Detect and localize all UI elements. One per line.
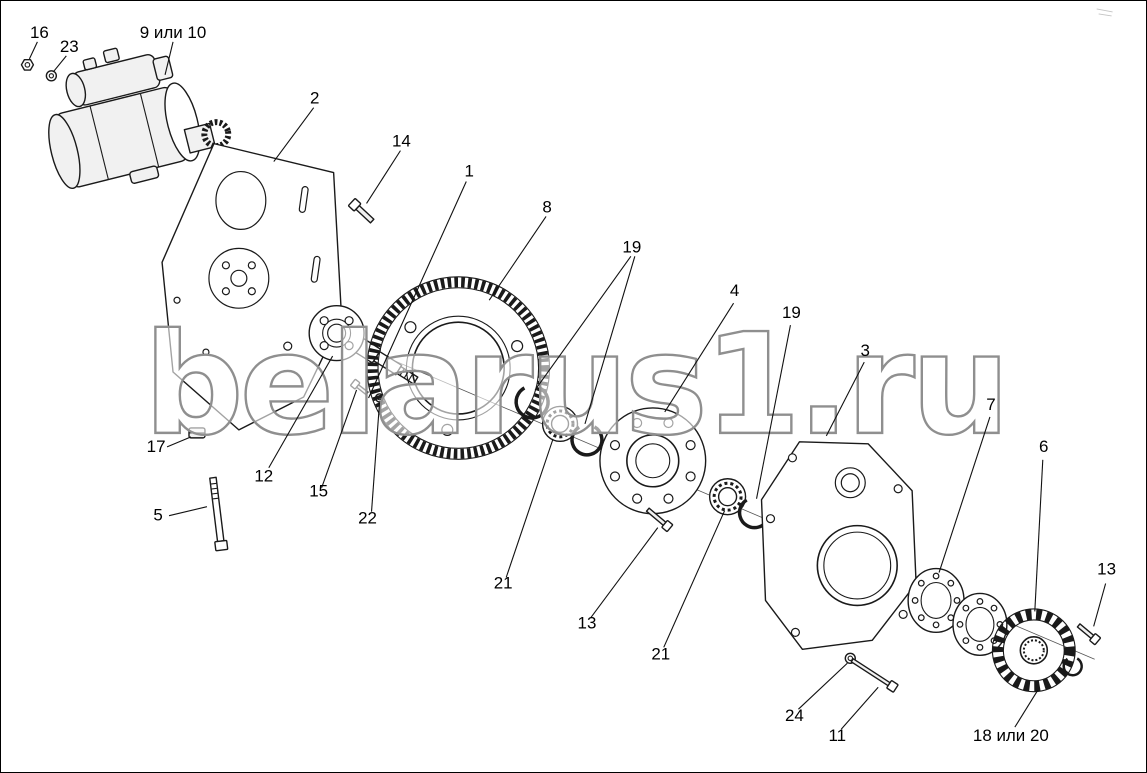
leader-line	[534, 256, 632, 391]
callout-2: 2	[310, 89, 319, 108]
callout-3: 3	[861, 341, 870, 360]
leader-line	[840, 686, 879, 730]
callout-5: 5	[153, 506, 162, 525]
callout-6: 6	[1039, 437, 1048, 456]
bolt-11	[850, 658, 899, 693]
hub	[599, 407, 707, 515]
callout-23: 23	[60, 37, 79, 56]
callout-14: 14	[392, 132, 411, 151]
leader-line	[938, 416, 991, 573]
bolt-5	[209, 476, 229, 552]
watermark-text: belarus1.ru	[144, 303, 1007, 466]
leader-line	[168, 506, 208, 517]
callout-22: 22	[358, 509, 377, 528]
leader-line	[798, 662, 848, 710]
leader-line	[28, 41, 38, 60]
shaft-flange	[308, 305, 365, 362]
callout-11: 11	[829, 726, 847, 745]
callout-21-b: 21	[651, 644, 670, 663]
callout-15: 15	[309, 482, 328, 501]
bolt-14	[348, 198, 375, 224]
leader-line	[755, 325, 791, 499]
leader-lines	[28, 41, 1107, 730]
leader-line	[584, 256, 636, 425]
callout-13-h: 13	[578, 613, 597, 632]
circlip-19-b	[570, 423, 604, 457]
leader-line	[52, 55, 67, 73]
housing-plate	[760, 441, 917, 651]
circlip-19-a	[514, 384, 550, 420]
corner-marks	[1096, 8, 1113, 17]
callout-16: 16	[30, 23, 49, 42]
leader-line	[664, 302, 735, 413]
callout-8: 8	[542, 197, 551, 216]
leader-line	[663, 510, 726, 648]
ring-gear	[366, 276, 551, 460]
clamp-17	[188, 427, 206, 439]
callout-19-a: 19	[622, 237, 641, 256]
callout-1: 1	[465, 162, 474, 181]
leader-line	[1014, 689, 1039, 728]
leader-line	[505, 438, 554, 578]
callout-21-a: 21	[494, 573, 513, 592]
leader-line	[321, 389, 358, 488]
callout-labels: 16 23 9 или 10 2 14 1 8 19 4 19 3 7 6 13…	[30, 23, 1116, 745]
nut-16	[20, 58, 35, 71]
leader-line	[590, 527, 659, 618]
bolt-13-right	[1076, 623, 1101, 646]
callout-13-r: 13	[1097, 560, 1116, 579]
callout-18-20: 18 или 20	[973, 726, 1049, 745]
callout-4: 4	[730, 281, 739, 300]
leader-line	[268, 355, 334, 469]
sprocket	[991, 608, 1076, 693]
leader-line	[370, 402, 381, 512]
leader-line	[164, 41, 174, 75]
callout-17: 17	[147, 437, 166, 456]
leader-line	[368, 181, 467, 399]
leader-line	[273, 107, 315, 162]
leader-line	[366, 150, 401, 204]
callout-12: 12	[254, 467, 273, 486]
starter-motor	[48, 47, 232, 190]
leader-line	[1034, 459, 1044, 612]
circlip-sprocket	[1062, 656, 1083, 677]
washer-23	[45, 70, 58, 82]
bolt-15	[350, 378, 369, 396]
callout-9-10: 9 или 10	[140, 23, 206, 42]
leader-line	[825, 361, 865, 437]
bearing-21-a	[541, 405, 579, 443]
leader-line	[1093, 583, 1107, 627]
bolt-13-hub	[645, 507, 674, 533]
flange-7-rear	[952, 592, 1008, 657]
mounting-plate	[161, 142, 343, 431]
callout-24: 24	[785, 706, 804, 725]
leader-line	[488, 216, 547, 301]
callout-7: 7	[986, 395, 995, 414]
callout-19-b: 19	[782, 303, 801, 322]
bearing-21-b	[708, 478, 747, 516]
leader-line	[166, 436, 192, 448]
